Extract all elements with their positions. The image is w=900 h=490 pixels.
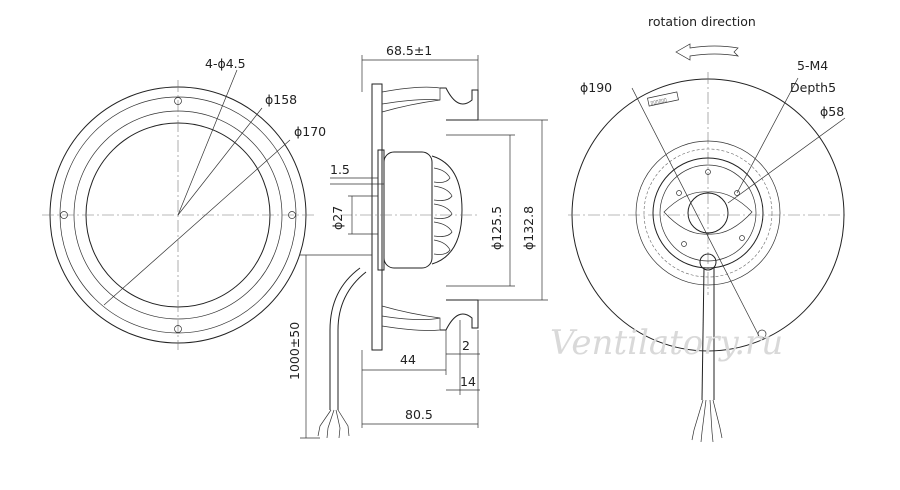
dim-80-5-label: 80.5 — [405, 407, 433, 422]
rotation-label: rotation direction — [648, 14, 756, 29]
rear-motor-ring — [652, 157, 764, 269]
side-view: 68.5±1 1.5 ϕ27 — [287, 43, 548, 439]
cable-length-label: 1000±50 — [287, 322, 302, 380]
phi27-label: ϕ27 — [330, 206, 345, 230]
thread-label: 5-M4 — [797, 58, 828, 73]
phi190-label: ϕ190 — [580, 80, 612, 95]
rear-cable-left — [701, 267, 705, 401]
rotation-arrow-icon — [675, 43, 740, 61]
bottom-bracket — [440, 299, 479, 331]
leader-holes — [177, 69, 238, 216]
phi125-label: ϕ125.5 — [489, 206, 504, 250]
rear-label-plate — [647, 91, 679, 107]
leader-phi158 — [177, 107, 263, 216]
front-view: 4-ϕ4.5 ϕ158 ϕ170 — [42, 56, 326, 350]
rear-connector — [699, 253, 717, 271]
rear-motor-inner — [659, 164, 757, 262]
front-mounting-holes — [60, 97, 296, 333]
leader-phi170 — [103, 139, 291, 306]
dim-44-label: 44 — [400, 352, 416, 367]
rear-label-marking: ▯▯▯▯▯▯ — [650, 97, 668, 106]
flange — [377, 149, 385, 271]
leader-5m4 — [736, 77, 799, 194]
holes-label: 4-ϕ4.5 — [205, 56, 246, 71]
depth-68-label: 68.5±1 — [386, 43, 432, 58]
rear-hidden-ring — [643, 148, 773, 278]
flange-1-5-label: 1.5 — [330, 162, 350, 177]
rear-thread-holes — [676, 169, 745, 247]
top-bracket — [440, 87, 479, 121]
motor-cap — [431, 155, 463, 265]
phi58-label: ϕ58 — [820, 104, 844, 119]
cooling-fins — [433, 167, 453, 255]
watermark: Ventilatory.ru — [550, 323, 783, 363]
phi132-label: ϕ132.8 — [521, 206, 536, 250]
rear-cable-wires — [691, 399, 723, 443]
front-plate — [371, 83, 383, 351]
phi158-label: ϕ158 — [265, 92, 297, 107]
cable-outer-left — [329, 267, 361, 410]
motor-housing — [383, 151, 433, 269]
dim-2-label: 2 — [462, 338, 470, 353]
rear-view: rotation direction ▯▯▯▯▯▯ — [568, 14, 848, 443]
rear-hub-center — [687, 192, 729, 234]
thread-depth-label: Depth5 — [790, 80, 836, 95]
rear-hub-web — [663, 191, 753, 235]
leader-phi58 — [727, 117, 846, 204]
rear-plate-ring — [635, 140, 781, 286]
cable-wires — [317, 409, 350, 439]
cable-outer-right — [337, 271, 367, 410]
phi170-label: ϕ170 — [294, 124, 326, 139]
leader-phi190 — [631, 87, 761, 339]
dim-14-label: 14 — [460, 374, 476, 389]
